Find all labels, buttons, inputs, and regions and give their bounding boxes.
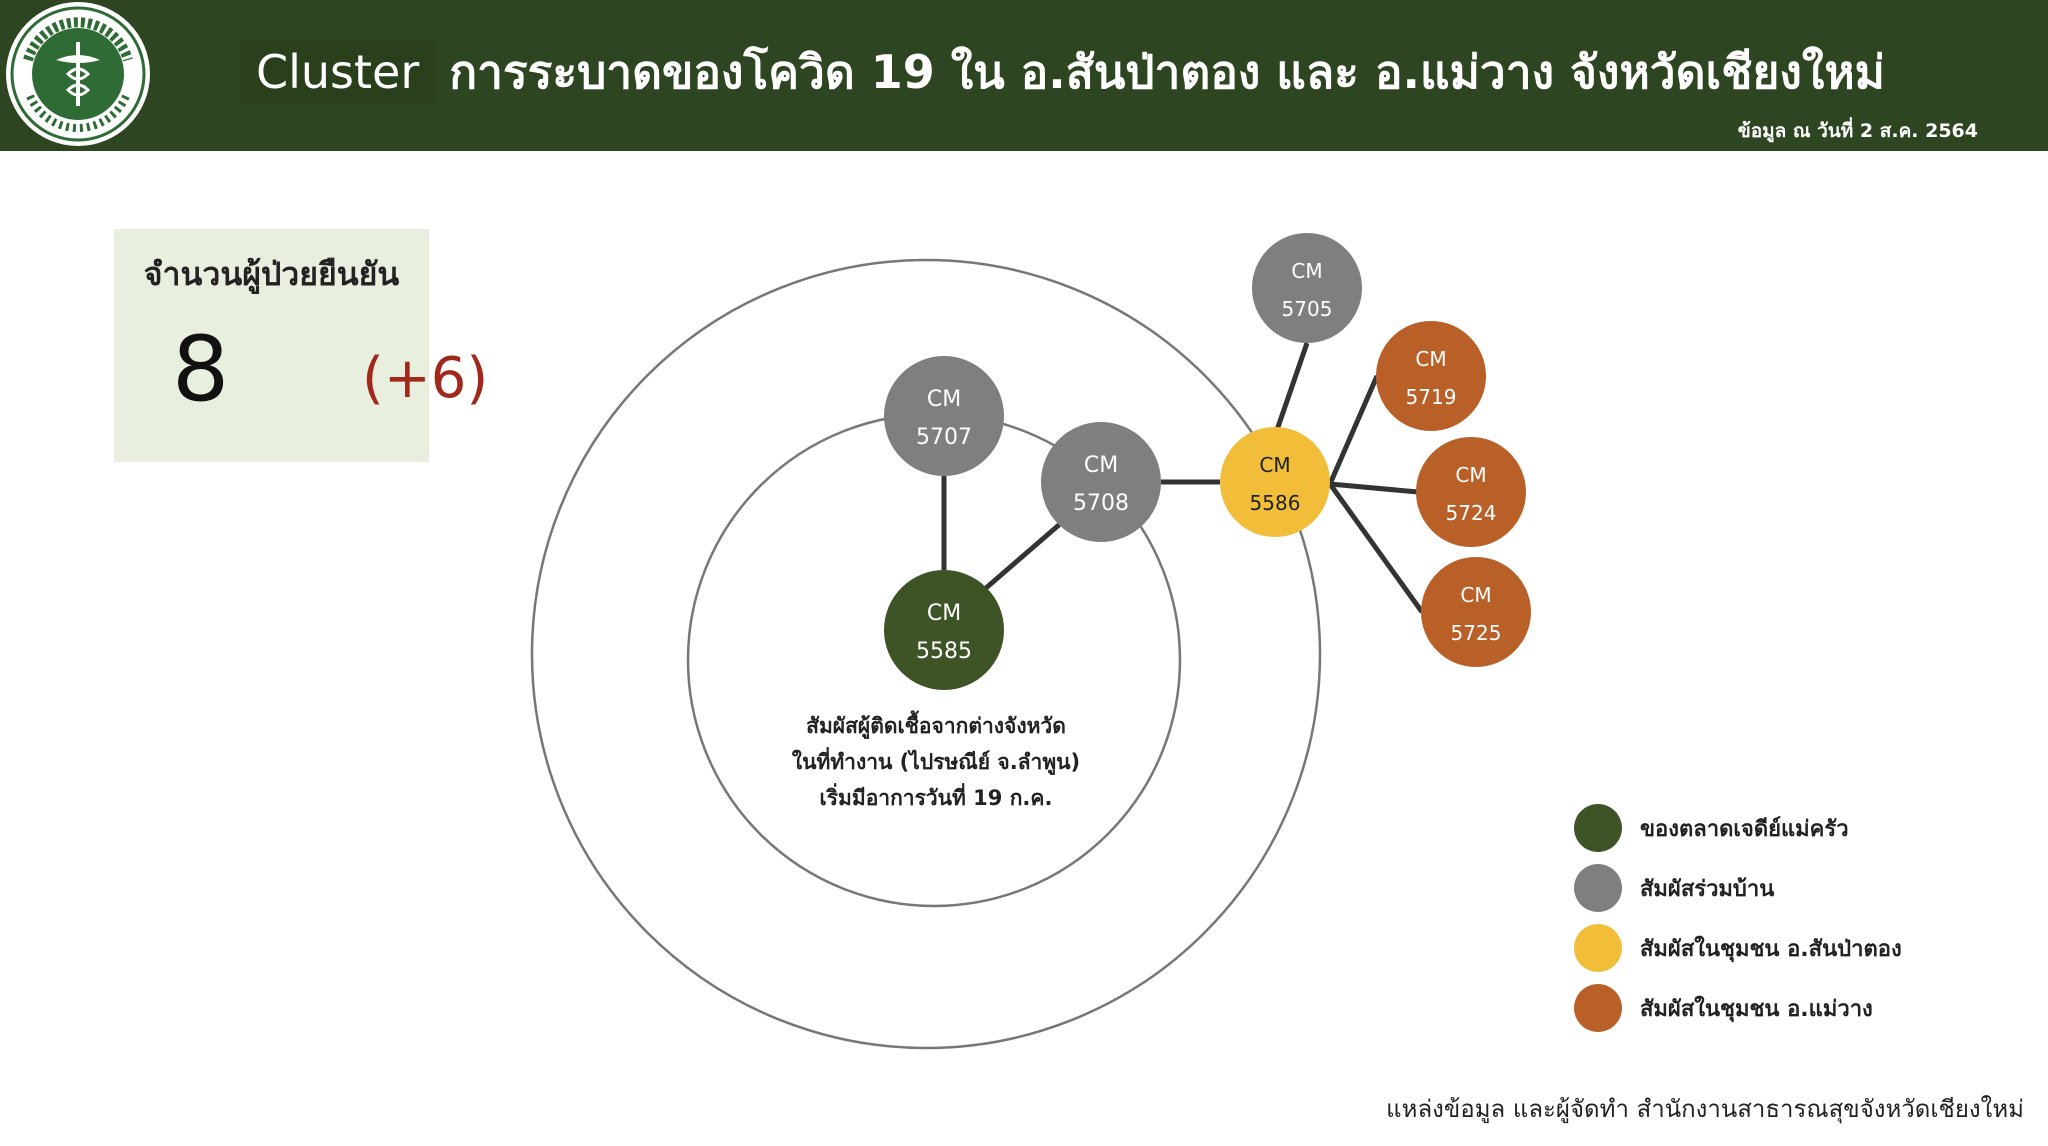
legend-item-sanpatong: สัมผัสในชุมชน อ.สันป่าตอง (1574, 918, 1902, 978)
confirmed-cases-box: จำนวนผู้ป่วยยืนยัน 8 (+6) (114, 229, 488, 462)
case-node-prefix: CM (1084, 453, 1118, 478)
case-node-cm5708: CM 5708 (1041, 422, 1161, 542)
legend-dot-maewang (1574, 984, 1622, 1032)
case-node-id: 5586 (1250, 491, 1301, 515)
edge-cm5586-cm5725 (1327, 482, 1425, 614)
case-node-id: 5719 (1406, 385, 1457, 409)
case-node-prefix: CM (1455, 463, 1486, 487)
case-node-cm5724: CM 5724 (1416, 437, 1526, 547)
case-node-cm5719: CM 5719 (1376, 321, 1486, 431)
case-node-prefix: CM (1291, 259, 1322, 283)
edge-cm5585-cm5708 (984, 522, 1062, 590)
legend-label-household: สัมผัสร่วมบ้าน (1640, 876, 1775, 902)
case-node-prefix: CM (1415, 347, 1446, 371)
case-node-circle (1220, 427, 1330, 537)
case-node-cm5586: CM 5586 (1220, 427, 1330, 537)
legend-dot-sanpatong (1574, 924, 1622, 972)
case-node-prefix: CM (927, 601, 961, 626)
edge-cm5586-cm5705 (1274, 342, 1310, 431)
legend-label-market: ของตลาดเจดีย์แม่ครัว (1640, 816, 1849, 842)
case-node-circle (1416, 437, 1526, 547)
legend-dot-household (1574, 864, 1622, 912)
confirmed-cases-delta: (+6) (362, 346, 489, 411)
title-thai: การระบาดของโควิด 19 ใน อ.สันป่าตอง และ อ… (449, 45, 1885, 99)
case-node-id: 5708 (1073, 491, 1129, 516)
case-node-circle (884, 570, 1004, 690)
annotation-line-1: สัมผัสผู้ติดเชื้อจากต่างจังหวัด (806, 710, 1066, 740)
annotation-line-2: ในที่ทำงาน (ไปรษณีย์ จ.ลำพูน) (792, 746, 1080, 776)
source-note: แหล่งข้อมูล และผู้จัดทำ สำนักงานสาธารณสุ… (1386, 1095, 2024, 1123)
case-node-cm5707: CM 5707 (884, 356, 1004, 476)
legend-item-household: สัมผัสร่วมบ้าน (1574, 858, 1902, 918)
case-node-id: 5724 (1446, 501, 1497, 525)
case-node-circle (1421, 557, 1531, 667)
case-node-circle (884, 356, 1004, 476)
case-node-id: 5725 (1451, 621, 1502, 645)
ministry-of-public-health-logo (6, 2, 150, 146)
confirmed-cases-label: จำนวนผู้ป่วยยืนยัน (143, 255, 400, 293)
case-node-circle (1376, 321, 1486, 431)
data-date-note: ข้อมูล ณ วันที่ 2 ส.ค. 2564 (1737, 120, 1978, 142)
case-node-cm5725: CM 5725 (1421, 557, 1531, 667)
case-node-id: 5585 (916, 639, 972, 664)
edge-cm5586-cm5719 (1327, 375, 1380, 485)
case-node-prefix: CM (1460, 583, 1491, 607)
annotation-line-3: เริ่มมีอาการวันที่ 19 ก.ค. (820, 782, 1053, 810)
case-node-id: 5707 (916, 425, 972, 450)
confirmed-cases-count: 8 (172, 317, 230, 422)
case-node-id: 5705 (1282, 297, 1333, 321)
legend-item-maewang: สัมผัสในชุมชน อ.แม่วาง (1574, 978, 1902, 1038)
title-english: Cluster (240, 41, 436, 103)
legend-label-sanpatong: สัมผัสในชุมชน อ.สันป่าตอง (1640, 936, 1902, 962)
case-node-circle (1041, 422, 1161, 542)
title-box: Cluster การระบาดของโควิด 19 ใน อ.สันป่าต… (240, 32, 1885, 112)
legend-item-market: ของตลาดเจดีย์แม่ครัว (1574, 798, 1902, 858)
case-node-cm5585: CM 5585 (884, 570, 1004, 690)
case-node-cm5705: CM 5705 (1252, 233, 1362, 343)
edge-cm5586-cm5724 (1329, 481, 1419, 495)
case-node-circle (1252, 233, 1362, 343)
legend-dot-market (1574, 804, 1622, 852)
legend: ของตลาดเจดีย์แม่ครัว สัมผัสร่วมบ้าน สัมผ… (1574, 798, 1902, 1038)
legend-label-maewang: สัมผัสในชุมชน อ.แม่วาง (1640, 996, 1873, 1022)
case-node-prefix: CM (927, 387, 961, 412)
header-bar: Cluster การระบาดของโควิด 19 ใน อ.สันป่าต… (0, 0, 2048, 151)
outer-ring (530, 258, 1322, 1050)
case-node-prefix: CM (1259, 453, 1290, 477)
